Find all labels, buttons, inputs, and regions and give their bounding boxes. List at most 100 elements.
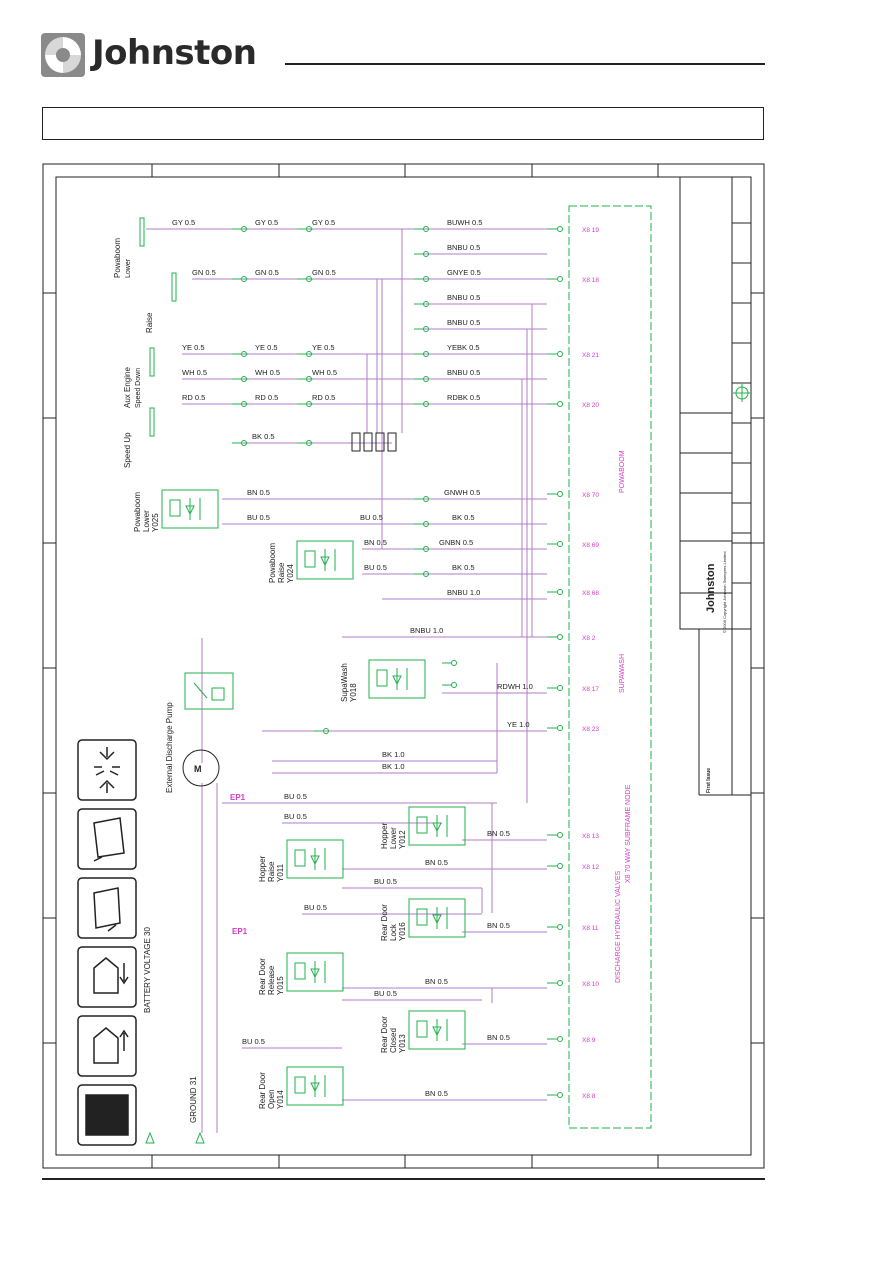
valve-box xyxy=(408,898,466,938)
wire-label: WH 0.5 xyxy=(255,368,280,377)
wire-label: RDWH 1.0 xyxy=(497,682,533,691)
wire-label: RDBK 0.5 xyxy=(447,393,480,402)
projection-symbol-icon xyxy=(733,384,751,402)
title-block-brand: Johnston xyxy=(705,563,717,613)
valve-label: Y016 xyxy=(398,922,407,941)
brand-logo: Johnston xyxy=(40,32,260,82)
wire-label: BU 0.5 xyxy=(364,563,387,572)
wire-label: BU 0.5 xyxy=(247,513,270,522)
first-issue-label: First Issue xyxy=(706,768,712,793)
wire-label: BN 0.5 xyxy=(425,977,448,986)
wire-label: BN 0.5 xyxy=(487,921,510,930)
switch-button xyxy=(149,407,155,437)
title-block-copyright: © 2006 Copyright Johnston Sweepers Limit… xyxy=(722,552,727,633)
wire-label: GNWH 0.5 xyxy=(444,488,480,497)
battery-label: BATTERY VOLTAGE 30 xyxy=(143,926,152,1013)
wire-label: GNYE 0.5 xyxy=(447,268,481,277)
wire-label: BN 0.5 xyxy=(487,1033,510,1042)
valve-label: Raise xyxy=(277,562,286,583)
ground-label: GROUND 31 xyxy=(189,1076,198,1123)
wire-label: BUWH 0.5 xyxy=(447,218,482,227)
wire-label: BNBU 0.5 xyxy=(447,243,480,252)
wire-label: BK 0.5 xyxy=(252,432,275,441)
powaboom-group-label: POWABOOM xyxy=(619,450,626,493)
wire-label: BNBU 1.0 xyxy=(410,626,443,635)
wire-label: BK 0.5 xyxy=(452,563,475,572)
wire-label: BU 0.5 xyxy=(242,1037,265,1046)
connector-label: X8 23 xyxy=(582,726,599,733)
outer-frame xyxy=(42,163,765,1169)
valve-label: Rear Door xyxy=(258,958,267,995)
wire-label: YE 0.5 xyxy=(312,343,335,352)
footer-rule xyxy=(42,1178,765,1180)
wire-label: BNBU 0.5 xyxy=(447,368,480,377)
switch-label: Raise xyxy=(145,312,154,333)
valve-label: Y025 xyxy=(151,513,160,532)
valve-box xyxy=(286,839,344,879)
wire-label: BNBU 0.5 xyxy=(447,293,480,302)
switch-label: Aux Engine xyxy=(123,367,132,408)
wire-label: BU 0.5 xyxy=(374,877,397,886)
valve-label: Release xyxy=(267,965,276,995)
wire-label: YE 0.5 xyxy=(182,343,205,352)
switch-label: Speed Up xyxy=(123,432,132,468)
node-label: X8 70 WAY SUBFRAME NODE xyxy=(625,784,632,883)
wire-label: GY 0.5 xyxy=(255,218,278,227)
wire-label: GY 0.5 xyxy=(312,218,335,227)
wire-label: BNBU 0.5 xyxy=(447,318,480,327)
valve-label: Y014 xyxy=(276,1090,285,1109)
valve-label: Closed xyxy=(389,1028,398,1053)
valve-label: Lower xyxy=(389,827,398,849)
valve-box xyxy=(408,806,466,846)
valve-label: Powaboom xyxy=(133,492,142,532)
wire-label: BK 0.5 xyxy=(452,513,475,522)
valve-label: Y018 xyxy=(349,683,358,702)
ep1-label-1: EP1 xyxy=(230,793,246,802)
node-bar xyxy=(568,205,652,1129)
wire-label: BU 0.5 xyxy=(284,812,307,821)
door-close-icon xyxy=(77,946,137,1008)
johnston-logo-icon xyxy=(41,33,85,77)
switch-sublabel: Speed Down xyxy=(135,368,142,408)
wire-label: BN 0.5 xyxy=(247,488,270,497)
valve-label: Y012 xyxy=(398,830,407,849)
wire-label: YE 1.0 xyxy=(507,720,530,729)
wire-label: RD 0.5 xyxy=(255,393,278,402)
valve-label: Powaboom xyxy=(268,543,277,583)
hopper-raise-icon xyxy=(77,808,137,870)
header-rule xyxy=(285,63,765,65)
inner-frame xyxy=(55,176,752,1156)
switch-button xyxy=(149,347,155,377)
valve-box xyxy=(161,489,219,529)
wire-label: GN 0.5 xyxy=(312,268,336,277)
connector-label: X8 68 xyxy=(582,590,599,597)
valve-label: Hopper xyxy=(380,822,389,849)
connector-label: X8 18 xyxy=(582,277,599,284)
connector-label: X8 10 xyxy=(582,981,599,988)
wiring-diagram: Johnston © 2006 Copyright Johnston Sweep… xyxy=(42,163,765,1169)
valves-group-label: DISCHARGE HYDRAULIC VALVES xyxy=(615,871,622,983)
terminal-arrows xyxy=(145,1131,205,1144)
wire-label: WH 0.5 xyxy=(182,368,207,377)
wire-label: YE 0.5 xyxy=(255,343,278,352)
wire-label: RD 0.5 xyxy=(312,393,335,402)
connector-label: X8 11 xyxy=(582,925,599,932)
connector-label: X8 9 xyxy=(582,1037,596,1044)
switch-sublabel: Lower xyxy=(125,258,132,278)
title-box xyxy=(42,107,764,140)
wire-label: BU 0.5 xyxy=(284,792,307,801)
connector-label: X8 20 xyxy=(582,402,599,409)
valve-label: Y011 xyxy=(276,863,285,882)
valve-label: Rear Door xyxy=(258,1072,267,1109)
pump-label: External Discharge Pump xyxy=(165,702,174,793)
door-open-icon xyxy=(77,1015,137,1077)
hopper-lower-icon xyxy=(77,877,137,939)
pump-motor-icon: M xyxy=(194,764,202,774)
connector-label: X8 69 xyxy=(582,542,599,549)
relay-box xyxy=(184,672,234,710)
wire-label: BK 1.0 xyxy=(382,750,405,759)
valve-label: Raise xyxy=(267,861,276,882)
valve-label: Rear Door xyxy=(380,1016,389,1053)
valve-label: Lock xyxy=(389,923,398,941)
wire-label: BN 0.5 xyxy=(425,1089,448,1098)
